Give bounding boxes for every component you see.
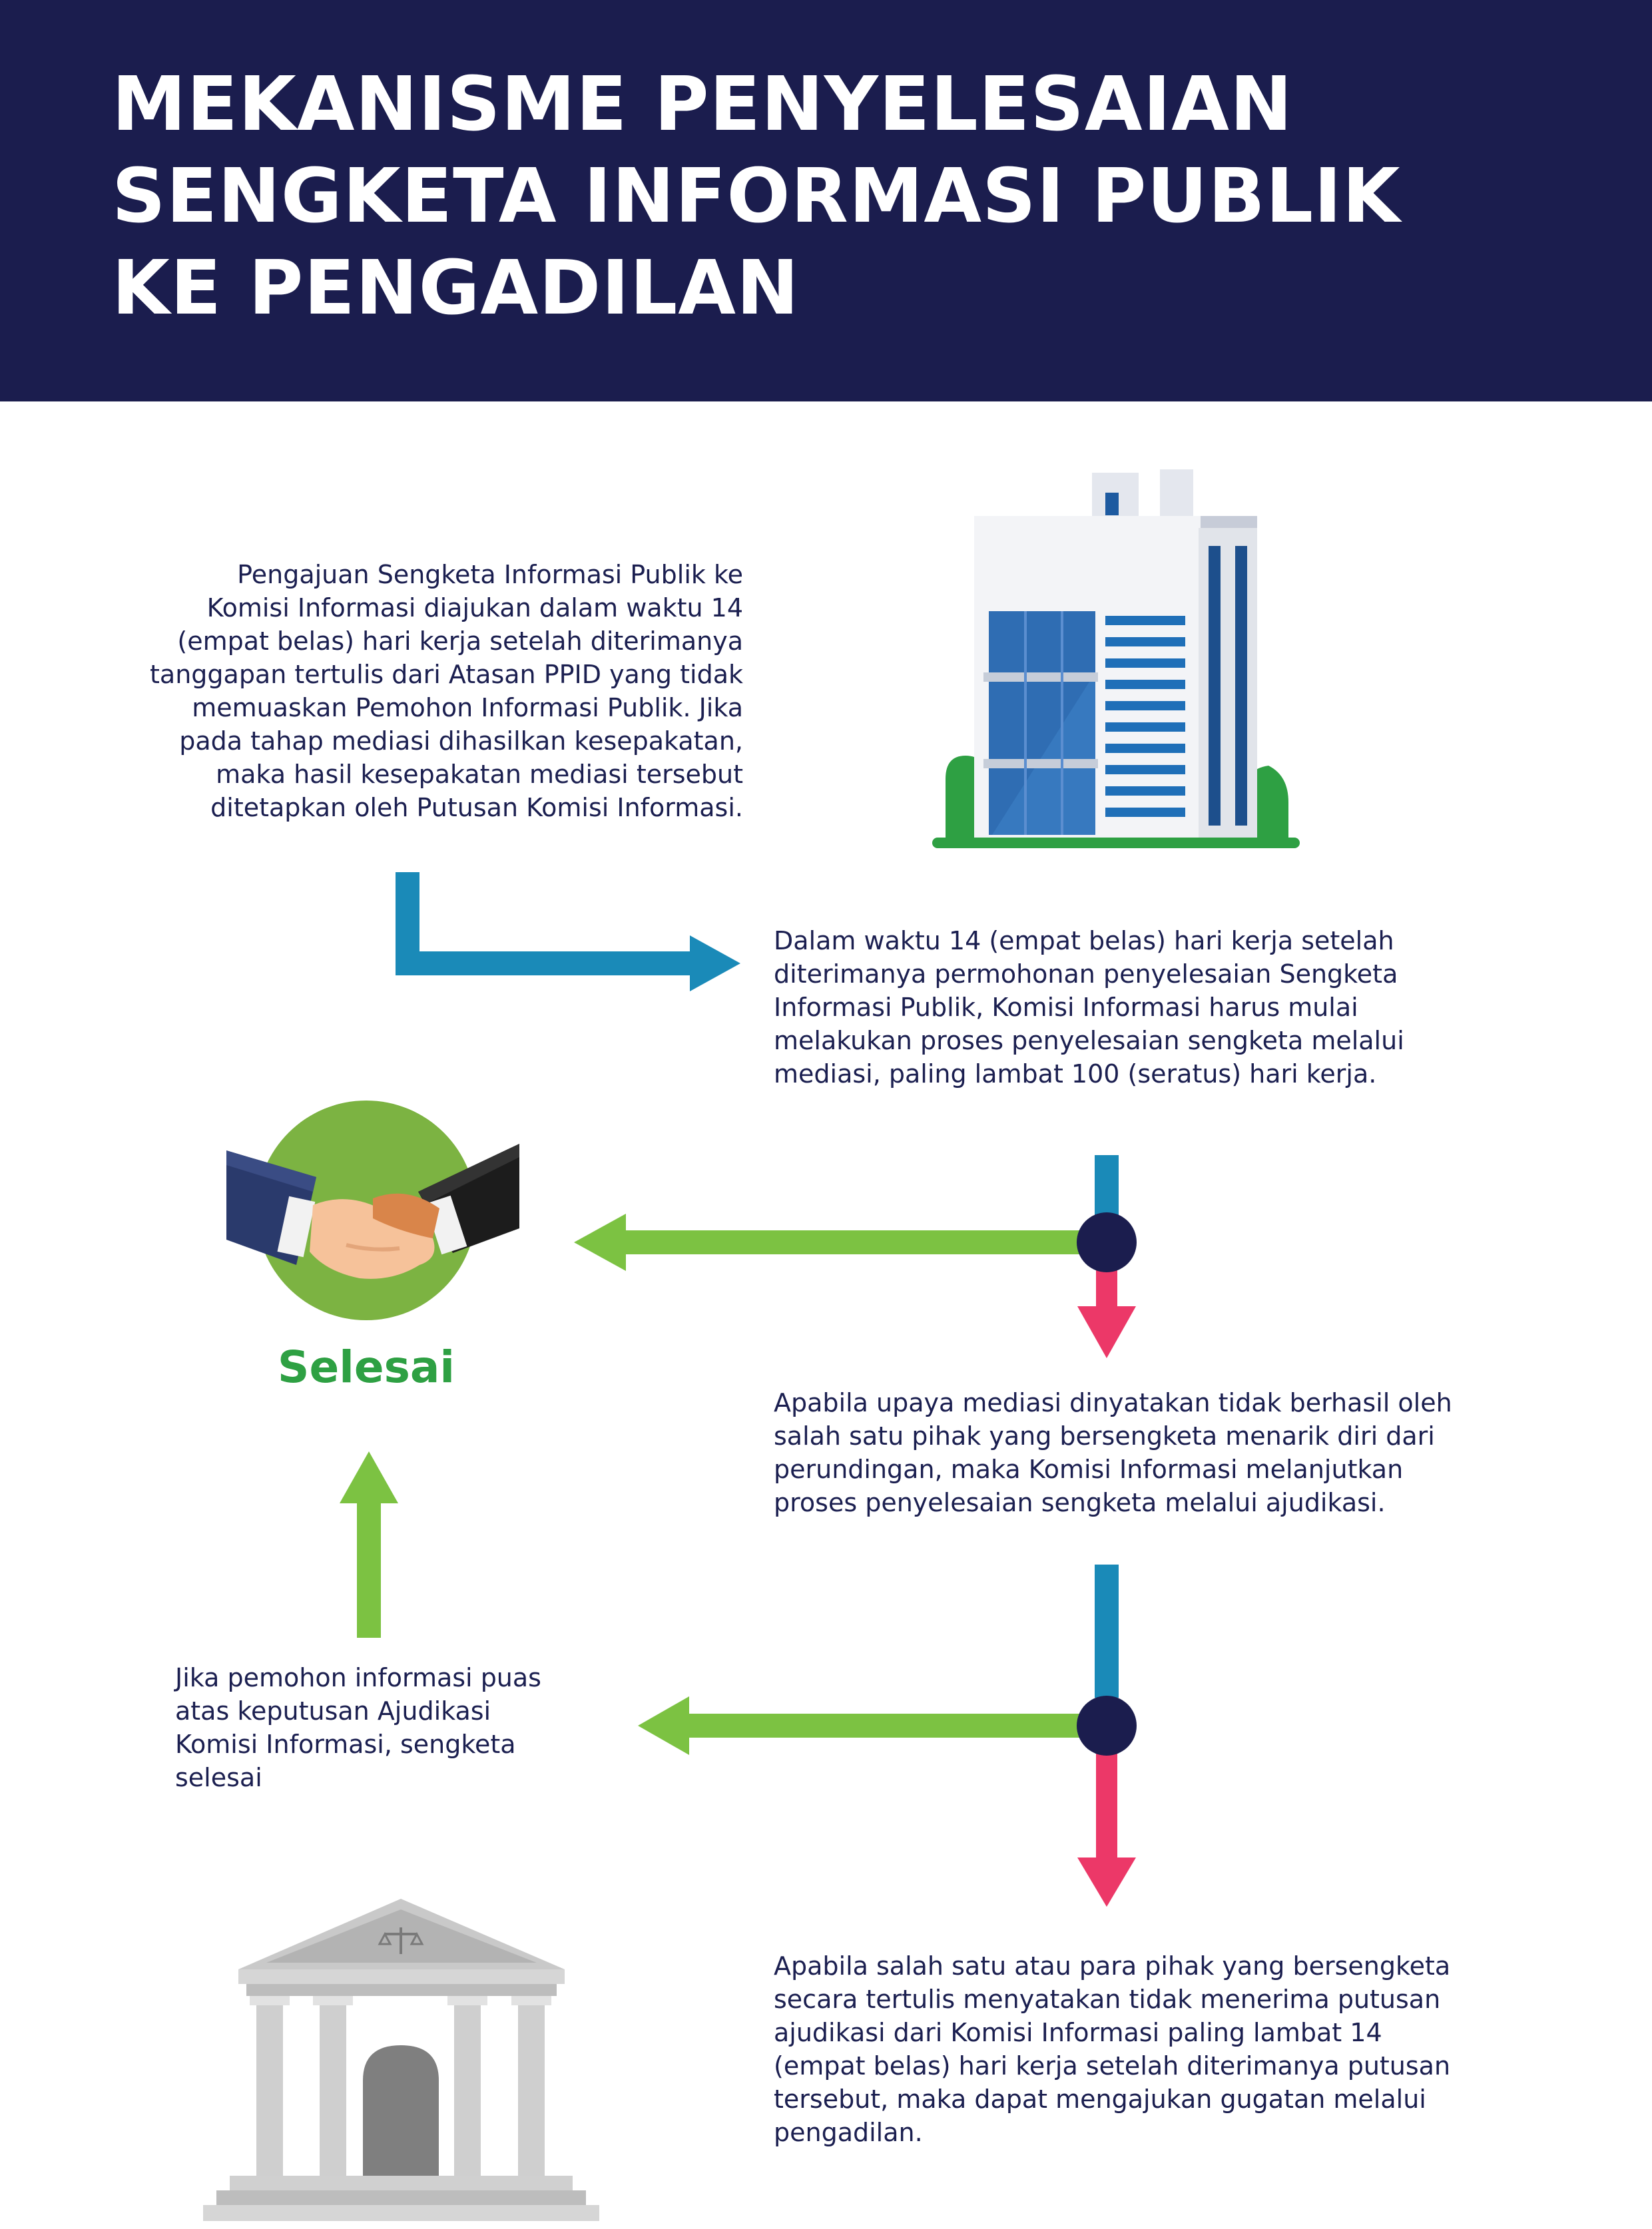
step-4-line-3: Komisi Informasi, sengketa: [175, 1730, 516, 1759]
step-5-line-4: (empat belas) hari kerja setelah diterim…: [774, 2051, 1451, 2081]
step-5-line-2: secara tertulis menyatakan tidak menerim…: [774, 1985, 1441, 2014]
step-2-text: Dalam waktu 14 (empat belas) hari kerja …: [774, 924, 1606, 1091]
step-5-line-3: ajudikasi dari Komisi Informasi paling l…: [774, 2018, 1382, 2047]
step-1-line-5: memuaskan Pemohon Informasi Publik. Jika: [192, 693, 743, 722]
title-line-1: MEKANISME PENYELESAIAN: [112, 61, 1293, 148]
selesai-label: Selesai: [277, 1342, 455, 1393]
step-2-line-5: mediasi, paling lambat 100 (seratus) har…: [774, 1059, 1377, 1089]
decision-node-1: [574, 1155, 1137, 1358]
step-4-line-1: Jika pemohon informasi puas: [175, 1663, 541, 1692]
step-3-line-1: Apabila upaya mediasi dinyatakan tidak b…: [774, 1388, 1452, 1417]
decision-node-2: [638, 1565, 1137, 1907]
step-1-line-1: Pengajuan Sengketa Informasi Publik ke: [237, 560, 743, 589]
step-1-line-4: tanggapan tertulis dari Atasan PPID yang…: [150, 660, 743, 689]
page-title: MEKANISME PENYELESAIAN SENGKETA INFORMAS…: [112, 59, 1401, 334]
step-1-line-7: maka hasil kesepakatan mediasi tersebut: [216, 760, 743, 789]
step-1-line-2: Komisi Informasi diajukan dalam waktu 14: [206, 593, 743, 622]
step-3-line-4: proses penyelesaian sengketa melalui aju…: [774, 1488, 1386, 1517]
step-5-text: Apabila salah satu atau para pihak yang …: [774, 1949, 1626, 2149]
arrow-up-green: [340, 1451, 398, 1638]
step-4-line-2: atas keputusan Ajudikasi: [175, 1696, 491, 1726]
step-5-line-6: pengadilan.: [774, 2118, 923, 2147]
title-line-2: SENGKETA INFORMASI PUBLIK: [112, 153, 1401, 240]
step-3-line-2: salah satu pihak yang bersengketa menari…: [774, 1421, 1435, 1451]
step-3-text: Apabila upaya mediasi dinyatakan tidak b…: [774, 1386, 1626, 1519]
arrow-elbow-blue: [396, 872, 740, 991]
step-3-line-3: perundingan, maka Komisi Informasi melan…: [774, 1455, 1404, 1484]
step-5-line-5: tersebut, maka dapat mengajukan gugatan …: [774, 2085, 1426, 2114]
step-4-line-4: selesai: [175, 1763, 262, 1792]
title-line-3: KE PENGADILAN: [112, 245, 800, 332]
header-banner: MEKANISME PENYELESAIAN SENGKETA INFORMAS…: [0, 0, 1652, 401]
step-1-line-6: pada tahap mediasi dihasilkan kesepakata…: [179, 726, 743, 756]
courthouse-icon: [203, 1899, 599, 2221]
step-5-line-1: Apabila salah satu atau para pihak yang …: [774, 1951, 1451, 1981]
step-4-text: Jika pemohon informasi puas atas keputus…: [175, 1661, 641, 1794]
step-1-line-3: (empat belas) hari kerja setelah diterim…: [177, 626, 743, 656]
step-2-line-3: Informasi Publik, Komisi Informasi harus…: [774, 993, 1358, 1022]
handshake-icon: [226, 1101, 519, 1320]
step-2-line-4: melakukan proses penyelesaian sengketa m…: [774, 1026, 1404, 1055]
step-2-line-2: diterimanya permohonan penyelesaian Seng…: [774, 959, 1398, 989]
step-2-line-1: Dalam waktu 14 (empat belas) hari kerja …: [774, 926, 1394, 955]
step-1-text: Pengajuan Sengketa Informasi Publik ke K…: [65, 558, 743, 824]
step-1-line-8: ditetapkan oleh Putusan Komisi Informasi…: [210, 793, 743, 822]
office-building-icon: [932, 469, 1300, 848]
